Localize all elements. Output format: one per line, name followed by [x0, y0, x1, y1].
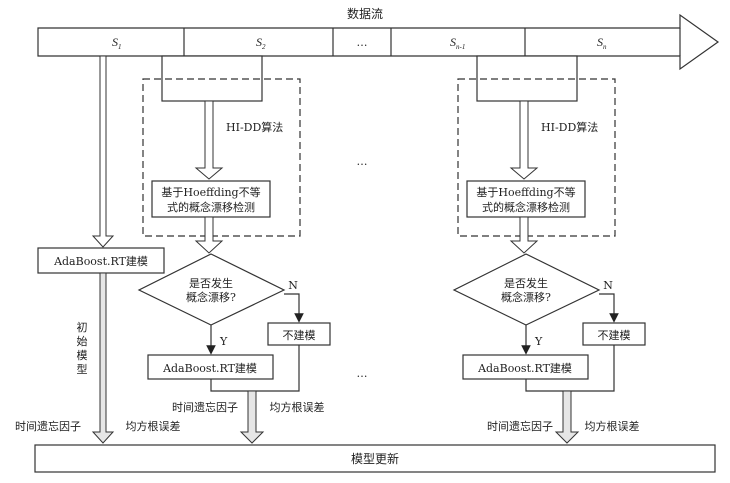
segment-sn-1: Sn-1 [450, 35, 465, 51]
svg-text:AdaBoost.RT建模: AdaBoost.RT建模 [477, 361, 572, 375]
svg-text:时间遗忘因子: 时间遗忘因子 [487, 419, 553, 433]
svg-text:时间遗忘因子: 时间遗忘因子 [172, 400, 238, 414]
svg-text:HI-DD算法: HI-DD算法 [541, 120, 598, 134]
detection-box [151, 180, 271, 218]
initial-adaboost-label: AdaBoost.RT建模 [53, 254, 148, 268]
model-update-box [34, 444, 716, 473]
svg-text:模: 模 [77, 349, 88, 362]
svg-text:式的概念漂移检测: 式的概念漂移检测 [167, 200, 255, 214]
svg-text:初: 初 [77, 320, 88, 334]
svg-text:均方根误差: 均方根误差 [270, 400, 325, 414]
segment-s2: S2 [256, 35, 266, 51]
initial-adaboost-box [37, 247, 165, 274]
svg-text:基于Hoeffding不等: 基于Hoeffding不等 [161, 185, 260, 199]
detection-group-s2: HI-DD算法 基于Hoeffding不等 式的概念漂移检测 是否发生 概念漂移… [137, 55, 331, 444]
initial-model-vertical-label: 初 始 模 型 [77, 320, 88, 376]
svg-text:AdaBoost.RT建模: AdaBoost.RT建模 [162, 361, 257, 375]
svg-text:型: 型 [77, 362, 88, 376]
initial-hollow-arrow [91, 55, 115, 248]
ellipsis-middle: … [357, 155, 368, 168]
ellipsis-lower: … [357, 367, 368, 380]
model-update-label: 模型更新 [351, 451, 399, 466]
initial-model-arrow [91, 272, 115, 444]
detection-group-sn: HI-DD算法 基于Hoeffding不等 式的概念漂移检测 是否发生 概念漂移… [452, 55, 646, 444]
segment-s1: S1 [112, 35, 122, 51]
initial-forget-factor-label: 时间遗忘因子 [15, 419, 81, 433]
data-stream-title: 数据流 [347, 6, 383, 21]
svg-text:概念漂移?: 概念漂移? [501, 290, 551, 304]
svg-text:N: N [288, 279, 298, 292]
svg-text:式的概念漂移检测: 式的概念漂移检测 [482, 200, 570, 214]
svg-text:Y: Y [534, 335, 543, 348]
segment-ellipsis: … [357, 36, 368, 49]
svg-text:基于Hoeffding不等: 基于Hoeffding不等 [476, 185, 575, 199]
svg-text:概念漂移?: 概念漂移? [186, 290, 236, 304]
svg-text:不建模: 不建模 [598, 328, 631, 342]
svg-text:是否发生: 是否发生 [189, 276, 233, 290]
svg-text:N: N [603, 279, 613, 292]
initial-rmse-label: 均方根误差 [126, 419, 181, 433]
data-stream-bar [37, 13, 720, 71]
segment-sn: Sn [597, 35, 607, 51]
svg-text:不建模: 不建模 [283, 328, 316, 342]
svg-text:Y: Y [219, 335, 228, 348]
svg-text:HI-DD算法: HI-DD算法 [226, 120, 283, 134]
svg-text:是否发生: 是否发生 [504, 276, 548, 290]
svg-text:始: 始 [77, 334, 88, 348]
build-box [147, 354, 274, 380]
svg-text:均方根误差: 均方根误差 [585, 419, 640, 433]
